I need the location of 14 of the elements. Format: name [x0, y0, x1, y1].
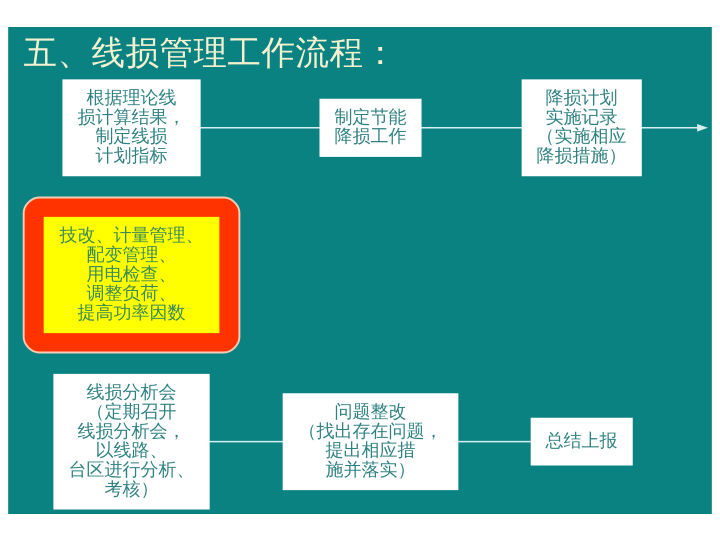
connector	[458, 440, 531, 442]
node-box: 降损计划实施记录 （实施相应降损措施）	[522, 78, 642, 176]
connector	[200, 126, 320, 128]
node-box: 线损分析会 （定期召开线损分析会，以线路、台区进行分析、考核）	[53, 373, 210, 509]
arrow	[642, 123, 708, 132]
cluster	[22, 196, 240, 353]
node-box: 问题整改 （找出存在问题，提出相应措施并落实）	[282, 392, 458, 490]
node-box: 制定节能降损工作	[320, 98, 422, 156]
connector	[209, 440, 284, 442]
node-box: 总结上报	[530, 417, 633, 466]
diagram-title: 五、线损管理工作流程：	[23, 32, 398, 72]
node-box: 根据理论线损计算结果，制定线损计划指标	[62, 78, 201, 176]
node-box: 技改、计量管理、配变管理、用电检查、调整负荷、提高功率因数	[44, 216, 220, 333]
connector	[421, 126, 522, 128]
